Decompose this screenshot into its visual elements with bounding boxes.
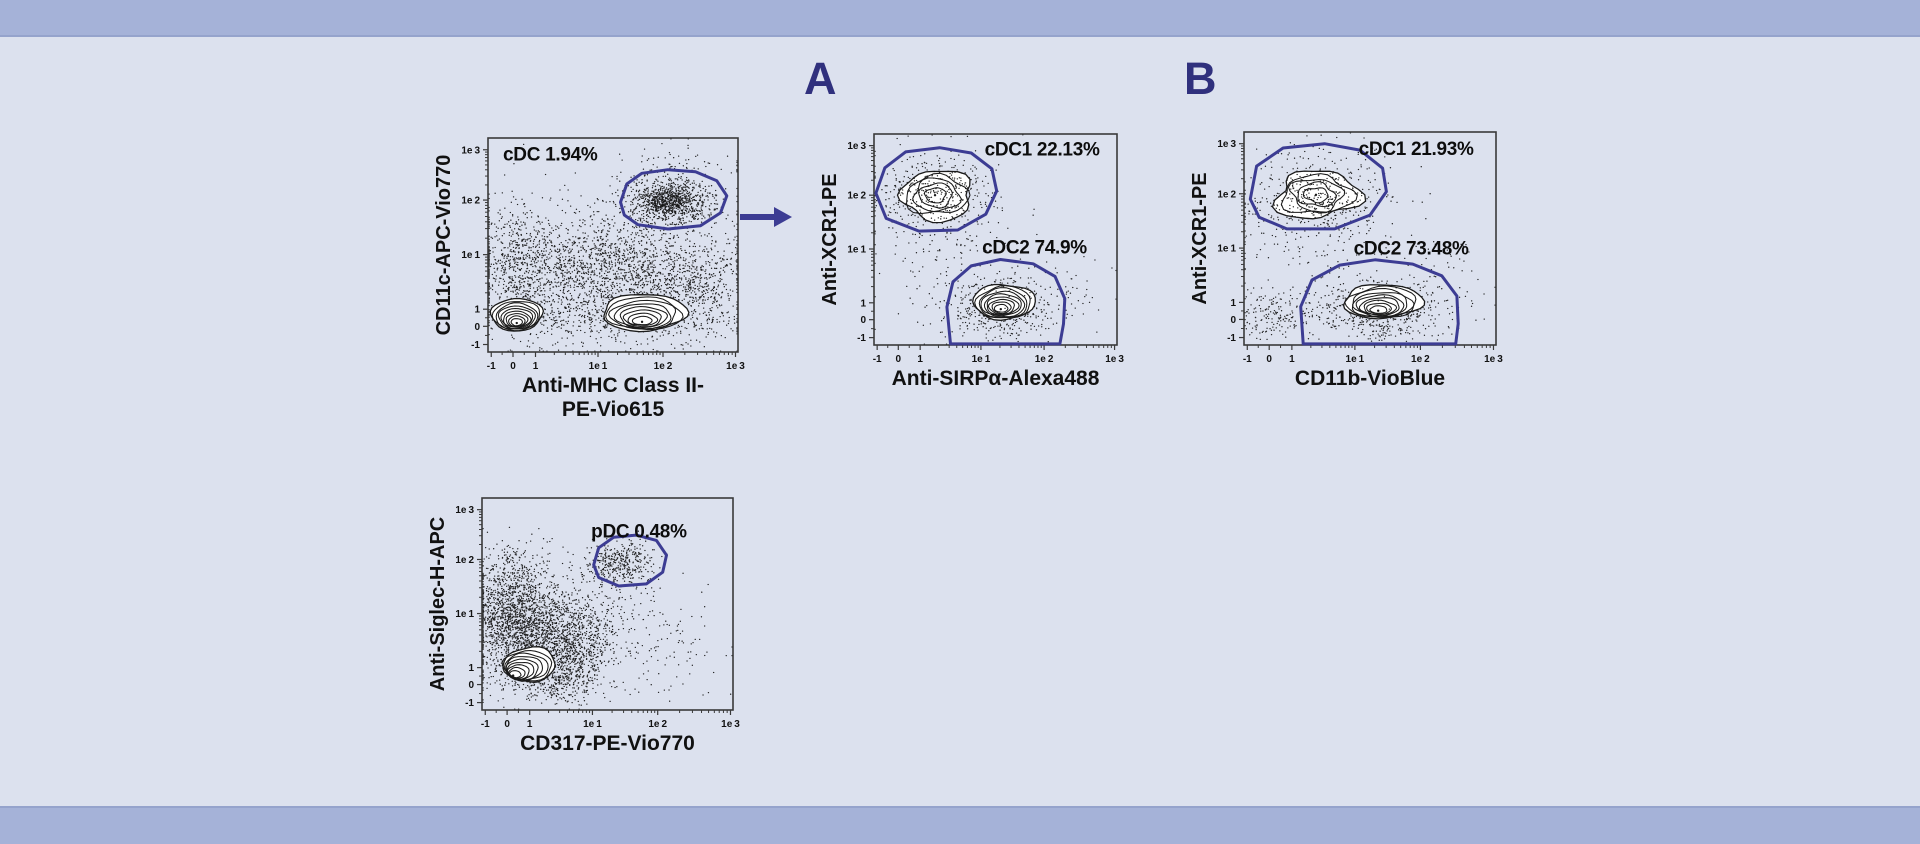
gate-label-cDC2: cDC2 73.48% [1354,238,1469,259]
plot-area [1244,132,1496,345]
y-tick-label: 1e 1 [847,244,866,255]
panel-b-label: B [1184,53,1217,104]
y-tick-label: 1 [468,663,474,674]
y-tick-label: 0 [860,315,866,326]
gate-cDC1 [1248,142,1388,231]
top-band [0,0,1920,37]
x-tick-label: 0 [896,354,902,365]
y-tick-label: 0 [474,322,480,333]
bottom-band [0,806,1920,844]
gate-label-cDC2: cDC2 74.9% [982,237,1087,258]
y-tick-label: 1e 2 [461,196,480,207]
x-axis-label: Anti-MHC Class II- [522,374,704,397]
flow-plot-panelB: -1 0 1 1e 1 1e 2 1e 3 1e 3 1e 2 1e 1 1 0 -1 cDC1 21.… [1184,122,1512,417]
y-tick-label: 1e 2 [455,555,474,566]
y-tick-label: -1 [857,333,866,344]
y-tick-label: 0 [1230,315,1236,326]
x-tick-label: 1e 3 [721,719,740,730]
gate-cDC2 [945,258,1067,346]
y-axis-label: Anti-XCR1-PE [1189,172,1211,304]
x-tick-label: 1e 1 [583,719,602,730]
x-tick-label: 1 [917,354,923,365]
gate-label-cDC: cDC 1.94% [503,144,598,165]
y-tick-label: 1 [860,298,866,309]
x-tick-label: -1 [1243,354,1252,365]
x-tick-label: 1e 3 [1105,354,1124,365]
x-tick-label: -1 [481,719,490,730]
y-axis-label: Anti-Siglec-H-APC [427,517,449,691]
y-tick-label: 1e 3 [1217,139,1236,150]
gate-label-cDC1: cDC1 21.93% [1359,139,1474,160]
flow-plot-pdc: -1 0 1 1e 1 1e 2 1e 3 1e 3 1e 2 1e 1 1 0 -1 pDC 0.48… [422,488,749,782]
y-tick-label: 1e 2 [1217,189,1236,200]
x-tick-label: 0 [504,719,510,730]
x-tick-label: -1 [487,361,496,372]
y-tick-label: 1e 2 [847,191,866,202]
gate-label-cDC1: cDC1 22.13% [985,140,1100,161]
x-axis-label: CD317-PE-Vio770 [520,732,695,755]
x-tick-label: -1 [873,354,882,365]
y-axis-label: Anti-XCR1-PE [819,173,841,305]
y-tick-label: 1 [1230,298,1236,309]
panel-a-label: A [804,53,837,104]
y-tick-label: 1e 3 [461,145,480,156]
y-tick-label: -1 [465,698,474,709]
y-axis-label: CD11c-APC-Vio770 [433,155,455,336]
gate-cDC1 [874,146,999,233]
y-tick-label: 0 [468,680,474,691]
x-tick-label: 1e 2 [654,361,673,372]
x-axis-label: Anti-SIRPα-Alexa488 [892,367,1100,390]
x-tick-label: 1e 2 [648,719,667,730]
gate-pDC [592,533,668,588]
x-tick-label: 0 [510,361,516,372]
y-tick-label: 1e 1 [455,609,474,620]
flow-plot-panelA: -1 0 1 1e 1 1e 2 1e 3 1e 3 1e 2 1e 1 1 0 -1 cDC1 22.… [814,124,1133,417]
gate-cDC2 [1299,258,1460,346]
x-axis-label: CD11b-VioBlue [1295,367,1445,390]
gate-cDC [619,168,729,231]
x-tick-label: 1e 3 [1484,354,1503,365]
y-tick-label: 1e 1 [461,250,480,261]
plot-area [488,138,738,352]
y-tick-label: 1 [474,305,480,316]
x-tick-label: 1e 1 [1346,354,1365,365]
x-tick-label: 1e 1 [589,361,608,372]
x-tick-label: 1e 2 [1035,354,1054,365]
y-tick-label: 1e 3 [847,141,866,152]
y-tick-label: 1e 3 [455,505,474,516]
y-tick-label: -1 [471,340,480,351]
x-tick-label: 1 [527,719,533,730]
flow-plot-pregate: -1 0 1 1e 1 1e 2 1e 3 1e 3 1e 2 1e 1 1 0 -1 cDC 1.94… [428,128,754,424]
plot-area [874,134,1117,345]
right-arrow-icon [740,204,792,230]
x-tick-label: 1e 1 [972,354,991,365]
x-tick-label: 1e 3 [726,361,745,372]
x-tick-label: 1 [1289,354,1295,365]
x-tick-label: 1e 2 [1411,354,1430,365]
gate-label-pDC: pDC 0.48% [591,521,687,542]
y-tick-label: -1 [1227,333,1236,344]
x-tick-label: 1 [533,361,539,372]
y-tick-label: 1e 1 [1217,244,1236,255]
plot-area [482,526,733,710]
x-tick-label: 0 [1266,354,1272,365]
x-axis-label: PE-Vio615 [562,398,665,421]
